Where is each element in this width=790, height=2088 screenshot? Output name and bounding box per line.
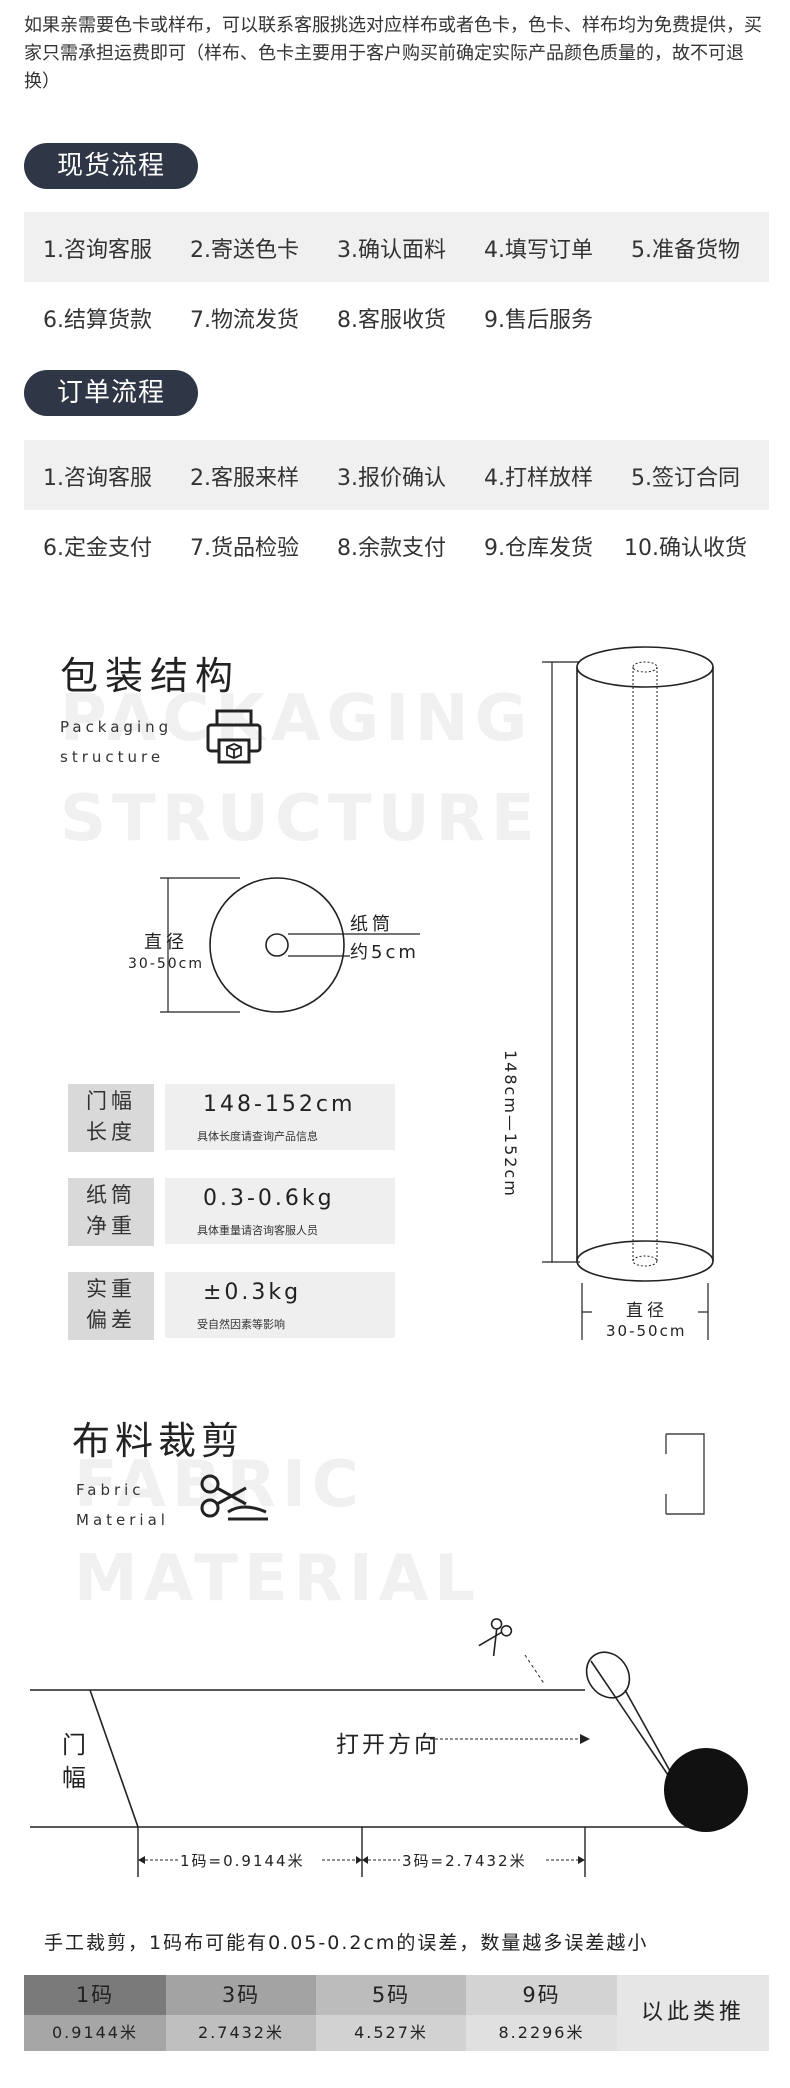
yard-value: 8.2296米 [466,2015,617,2051]
order-step: 7.货品检验 [190,536,299,561]
spec-label-line: 偏差 [86,1308,136,1332]
order-flow-band [24,440,769,510]
spec-value: 0.3-0.6kg [203,1186,335,1211]
order-step: 9.仓库发货 [484,536,593,561]
order-step: 3.报价确认 [337,466,446,491]
yard-value: 0.9144米 [24,2015,166,2051]
width-label-2: 幅 [62,1764,86,1792]
roll-diameter-value: 30-50cm [606,1322,687,1340]
spec-value: ±0.3kg [203,1280,302,1305]
packaging-en-line1: Packaging [60,718,173,736]
spec-box: 0.3-0.6kg 具体重量请咨询客服人员 [165,1178,395,1244]
cutting-title: 布料裁剪 [72,1419,245,1463]
tube-label: 纸筒 [350,914,394,935]
width-label-1: 门 [62,1731,86,1759]
packaging-ghost-2: STRUCTURE [60,782,541,856]
cutting-en-line2: Material [76,1511,169,1529]
scissors-fabric-icon [200,1474,268,1521]
spec-label: 实重 偏差 [68,1272,154,1340]
spec-note: 具体重量请咨询客服人员 [197,1224,318,1237]
cutting-note: 手工裁剪，1码布可能有0.05-0.2cm的误差，数量越多误差越小 [44,1932,649,1954]
spec-note: 具体长度请查询产品信息 [197,1130,318,1143]
yard-value: 2.7432米 [166,2015,316,2051]
printer-box-icon [206,709,262,764]
spec-label-line: 纸筒 [86,1183,136,1207]
packaging-en-line2: structure [60,748,165,766]
order-step: 10.确认收货 [624,536,747,561]
spec-label-line: 长度 [86,1120,136,1144]
disc-diameter-label: 直径 [144,932,188,953]
intro-text: 如果亲需要色卡或样布，可以联系客服挑选对应样布或者色卡，色卡、样布均为免费提供，… [24,15,762,92]
stock-step: 9.售后服务 [484,308,593,333]
stock-step: 1.咨询客服 [43,238,152,263]
spec-box: 148-152cm 具体长度请查询产品信息 [165,1084,395,1150]
yard-header: 3码 [166,1975,316,2015]
stock-flow-band [24,212,769,282]
stock-step: 3.确认面料 [337,238,446,263]
open-direction-label: 打开方向 [336,1732,440,1758]
roll-length-label: 148cm—152cm [501,1050,520,1198]
stock-step: 4.填写订单 [484,238,593,263]
yard-header: 1码 [24,1975,166,2015]
roll-diagram [542,646,714,1340]
yard-more-label: 以此类推 [617,1975,769,2051]
cutting-en-subtitle: Fabric Material [76,1475,169,1535]
spec-label-line: 净重 [86,1214,136,1238]
stock-step: 6.结算货款 [43,308,152,333]
order-step: 1.咨询客服 [43,466,152,491]
packaging-title: 包装结构 [60,654,241,698]
measure-1yd: 1码=0.9144米 [180,1852,305,1870]
spec-label: 纸筒 净重 [68,1178,154,1246]
order-step: 2.客服来样 [190,466,299,491]
yard-header: 5码 [316,1975,466,2015]
bracket-shape [665,1433,705,1515]
packaging-ghost-1: PACKAGING [60,682,534,756]
stock-flow-title: 现货流程 [24,143,198,189]
cutting-en-line1: Fabric [76,1481,145,1499]
fabric-diagram [30,1618,748,1877]
spec-note: 受自然因素等影响 [197,1318,285,1331]
order-step: 4.打样放样 [484,466,593,491]
stock-step: 7.物流发货 [190,308,299,333]
measure-3yd: 3码=2.7432米 [402,1852,527,1870]
packaging-en-subtitle: Packaging structure [60,712,172,772]
stock-step: 8.客服收货 [337,308,446,333]
disc-diameter-value: 30-50cm [128,956,205,972]
cutting-ghost-2: MATERIAL [74,1542,482,1616]
yard-table: 1码 3码 5码 9码 0.9144米 2.7432米 4.527米 8.229… [24,1975,769,2051]
spec-box: ±0.3kg 受自然因素等影响 [165,1272,395,1338]
order-flow-title: 订单流程 [24,370,198,416]
roll-diameter-label: 直径 [626,1301,668,1321]
tube-value: 约5cm [350,942,419,963]
stock-step: 2.寄送色卡 [190,238,299,263]
order-step: 8.余款支付 [337,536,446,561]
yard-value: 4.527米 [316,2015,466,2051]
spec-value: 148-152cm [203,1092,356,1117]
yard-header: 9码 [466,1975,617,2015]
spec-label-line: 实重 [86,1277,136,1301]
stock-step: 5.准备货物 [631,238,740,263]
spec-label-line: 门幅 [86,1089,136,1113]
spec-label: 门幅 长度 [68,1084,154,1152]
disc-diagram [160,877,420,1013]
order-step: 5.签订合同 [631,466,740,491]
order-step: 6.定金支付 [43,536,152,561]
